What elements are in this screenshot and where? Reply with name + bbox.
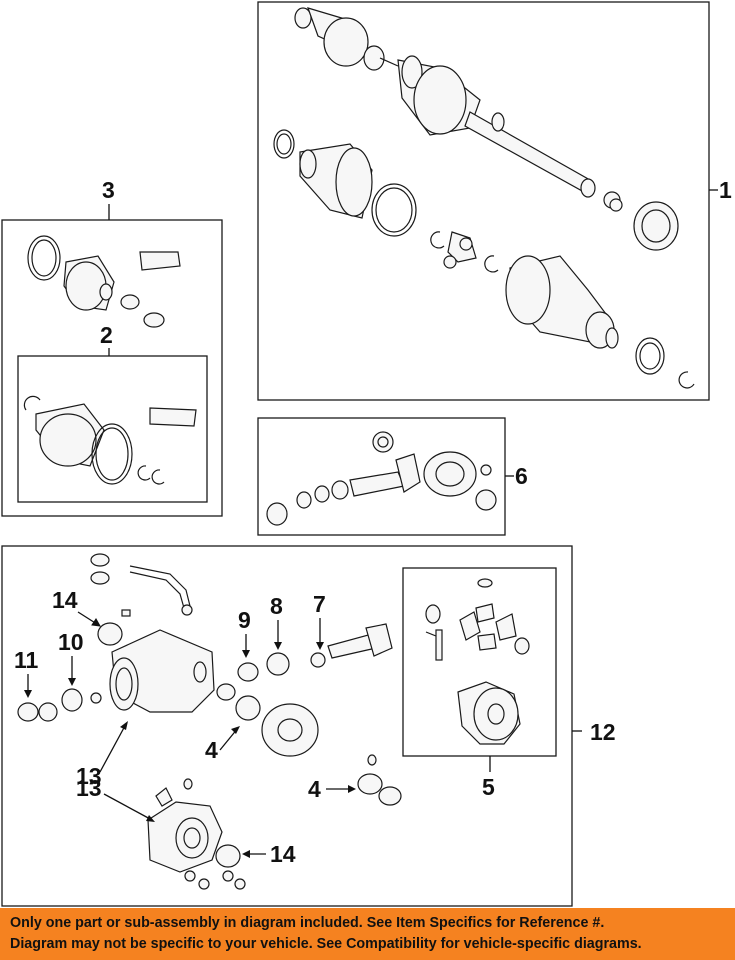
callout-7: 7 <box>313 591 326 617</box>
parts-diagram: 1 3 2 6 <box>1 1 732 907</box>
callout-1: 1 <box>719 177 732 203</box>
inner-boot-kit-frame <box>17 355 208 503</box>
callout-5: 5 <box>482 774 495 800</box>
axle-shaft-assembly <box>273 7 695 389</box>
callout-4b: 4 <box>308 776 321 802</box>
callout-12: 12 <box>590 719 616 745</box>
ring-pinion-set <box>266 431 497 526</box>
vent-and-mounts <box>90 553 193 646</box>
outer-boot-kit <box>27 235 181 328</box>
callout-2: 2 <box>100 322 113 348</box>
side-bearing-set <box>357 754 402 806</box>
case-assembly-frame <box>402 567 557 757</box>
disclaimer-line-1: Only one part or sub-assembly in diagram… <box>10 915 605 931</box>
pinion-bearings-seals <box>17 623 393 757</box>
carrier-housing <box>109 629 215 713</box>
inner-boot-kit <box>23 395 197 485</box>
axle-assembly-frame <box>257 1 710 401</box>
disclaimer-line-2: Diagram may not be specific to your vehi… <box>10 936 642 952</box>
callout-14a: 14 <box>52 587 78 613</box>
carrier-cover <box>147 778 246 890</box>
callout-9: 9 <box>238 607 251 633</box>
boot-kit-frame <box>1 219 223 517</box>
callout-10: 10 <box>58 629 84 655</box>
callout-3: 3 <box>102 177 115 203</box>
callout-11: 11 <box>14 647 39 673</box>
callout-6: 6 <box>515 463 528 489</box>
callout-13b: 13 <box>76 763 102 789</box>
differential-frame <box>1 545 573 907</box>
callout-8: 8 <box>270 593 283 619</box>
callout-14b: 14 <box>270 841 296 867</box>
callout-4a: 4 <box>205 737 218 763</box>
disclaimer-banner: Only one part or sub-assembly in diagram… <box>0 908 735 960</box>
differential-case-assembly <box>425 578 530 745</box>
callout-13a: 13 <box>76 775 102 801</box>
